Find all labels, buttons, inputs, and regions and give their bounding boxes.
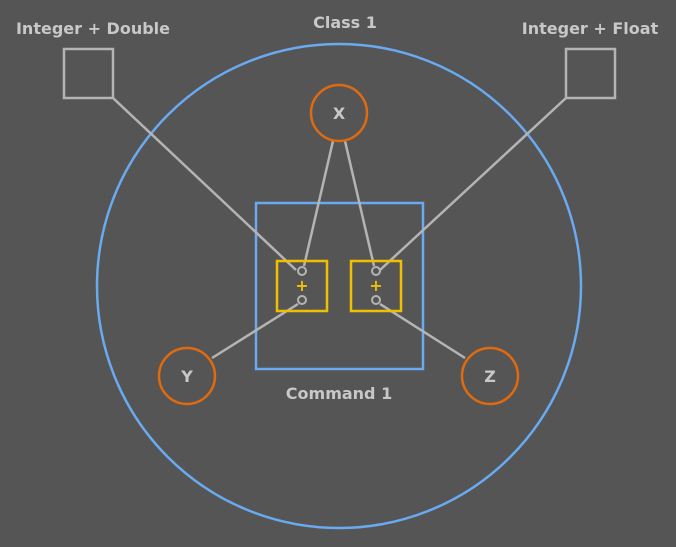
variable-y-node: Y	[157, 346, 217, 406]
line-right-op-to-z	[379, 302, 466, 360]
right-operator: +	[349, 259, 403, 313]
line-x-to-right-op	[343, 140, 376, 267]
connectors	[112, 97, 567, 360]
right-type-box	[564, 47, 617, 100]
right-operator-box	[349, 259, 403, 313]
right-type-label: Integer + Float	[522, 19, 659, 38]
line-x-to-left-op	[302, 140, 335, 267]
left-operator-output-port	[297, 295, 307, 305]
class-label: Class 1	[313, 13, 377, 32]
class-circle	[95, 42, 583, 530]
variable-y-circle	[157, 346, 217, 406]
right-operator-symbol: +	[369, 276, 382, 295]
left-operator: +	[275, 259, 329, 313]
left-operator-box	[275, 259, 329, 313]
right-operator-output-port	[371, 295, 381, 305]
variable-x-label: X	[333, 104, 346, 123]
command-box	[254, 201, 425, 371]
left-type-box	[62, 47, 115, 100]
variable-z-label: Z	[484, 367, 496, 386]
line-left-op-to-y	[211, 302, 299, 360]
variable-x-circle	[309, 83, 369, 143]
left-operator-symbol: +	[295, 276, 308, 295]
variable-y-label: Y	[180, 367, 193, 386]
variable-x-node: X	[309, 83, 369, 143]
line-left-type-to-left-op	[112, 97, 297, 271]
variable-z-node: Z	[460, 346, 520, 406]
right-operator-input-port	[371, 266, 381, 276]
command-label: Command 1	[286, 384, 392, 403]
line-right-type-to-right-op	[379, 97, 567, 271]
left-operator-input-port	[297, 266, 307, 276]
variable-z-circle	[460, 346, 520, 406]
left-type-label: Integer + Double	[16, 19, 170, 38]
